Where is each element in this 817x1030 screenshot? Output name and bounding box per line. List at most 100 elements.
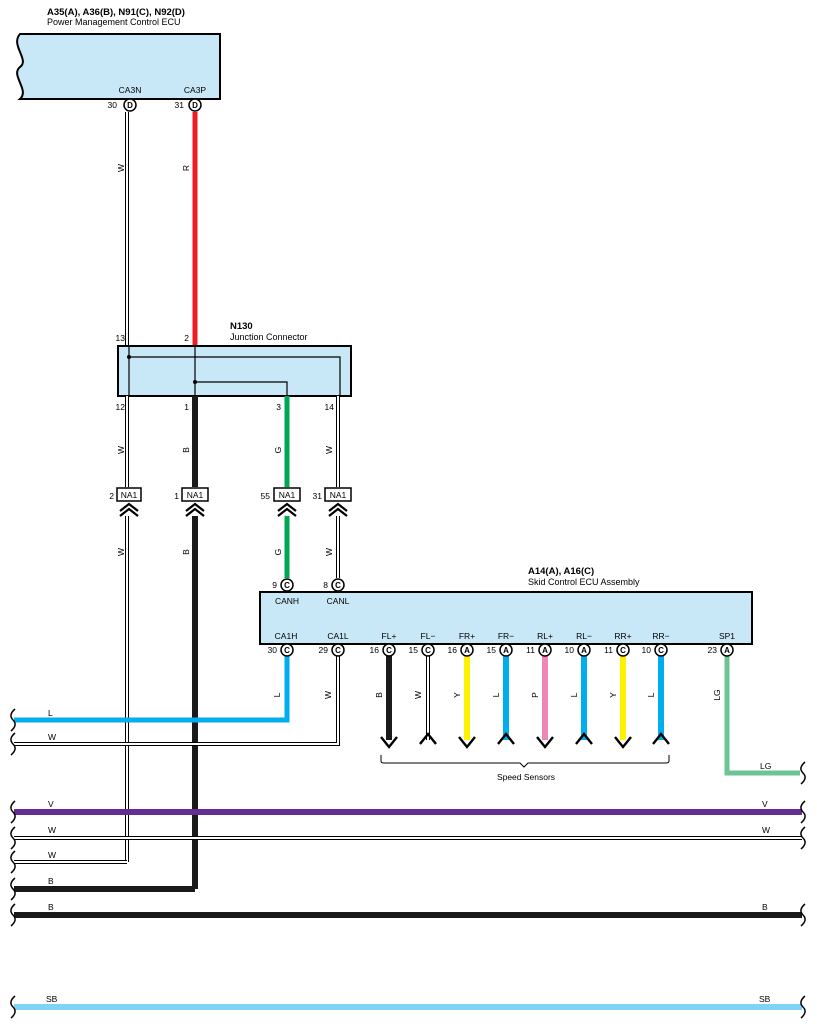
na1-connector-31: 31 NA1	[313, 487, 352, 502]
pin-circle	[538, 643, 552, 657]
junction-box	[117, 345, 352, 397]
skid-pin-label: CA1L	[327, 631, 349, 641]
junction-pin-14: 14	[325, 402, 335, 412]
pin-label-ca3p: CA3P	[184, 85, 207, 95]
skid-pin-num: 10	[565, 645, 575, 655]
wire-break-icons	[10, 708, 806, 1019]
na1-pin-num: 2	[109, 491, 114, 501]
chevron-up-icon	[119, 507, 139, 517]
pin-circle	[123, 98, 137, 112]
wire-color-label: Y	[452, 692, 462, 698]
skid-pin-label: FL+	[382, 631, 397, 641]
bus-label: B	[48, 902, 54, 912]
arrow-up-icon	[497, 732, 515, 745]
skid-pin-label: RR−	[652, 631, 669, 641]
bus-label: V	[48, 799, 54, 809]
wire-color-label: B	[181, 549, 191, 555]
pin-code: C	[386, 646, 392, 655]
wire-color-label: W	[116, 548, 126, 556]
bus-label: SB	[46, 994, 58, 1004]
break-left-icon	[10, 850, 16, 874]
skid-pin-num: 16	[448, 645, 458, 655]
pin-code: C	[658, 646, 664, 655]
na1-code: NA1	[187, 490, 204, 500]
pin-circle	[499, 643, 513, 657]
pin-code: C	[620, 646, 626, 655]
pin-code: C	[425, 646, 431, 655]
skid-pin-num: 10	[642, 645, 652, 655]
break-right-icon	[800, 800, 806, 824]
pin-code: A	[542, 646, 548, 655]
wire-color-label: L	[569, 692, 579, 697]
na1-box	[116, 487, 142, 502]
pin-circle	[654, 643, 668, 657]
pin-code: D	[192, 101, 198, 110]
pin-circle	[188, 98, 202, 112]
break-right-icon	[800, 903, 806, 927]
chevron-up-icon	[185, 502, 205, 512]
wire-sp1	[724, 656, 800, 776]
arrow-up-icon	[419, 732, 437, 745]
pm-ecu-name: Power Management Control ECU	[47, 17, 181, 27]
junction-pin-1: 1	[184, 402, 189, 412]
na1-code: NA1	[330, 490, 347, 500]
speed-sensors-label: Speed Sensors	[497, 772, 555, 782]
bus-label: SB	[759, 994, 771, 1004]
pin-code: D	[127, 101, 133, 110]
wire-ca1l	[14, 656, 339, 745]
bus-label: B	[762, 902, 768, 912]
wire-color-label: R	[181, 165, 191, 171]
skid-pin-label: CA1H	[275, 631, 298, 641]
junction-pin-3: 3	[276, 402, 281, 412]
skid-ecu-name: Skid Control ECU Assembly	[528, 577, 640, 587]
wire-color-label: P	[530, 692, 540, 698]
arrow-down-icon	[614, 736, 632, 749]
na1-box	[181, 487, 209, 502]
pin-circle	[577, 643, 591, 657]
speed-sensors-brace	[380, 755, 670, 768]
chevron-up-icon	[277, 502, 297, 512]
arrow-up-icon	[575, 732, 593, 745]
skid-top-pin-num: 8	[323, 580, 328, 590]
wire-color-label: B	[181, 447, 191, 453]
chevron-up-icon	[277, 507, 297, 517]
skid-ecu-box	[259, 591, 753, 645]
pin-circle	[421, 643, 435, 657]
skid-pin-label: FR−	[498, 631, 514, 641]
skid-top-pin-num: 9	[272, 580, 277, 590]
junction-internal	[195, 381, 288, 396]
ecu-wire-color-labels: L W B W Y L P L Y L LG	[272, 689, 722, 700]
arrow-down-icon	[380, 736, 398, 749]
bus-label: L	[48, 708, 53, 718]
pin-label-ca3n: CA3N	[119, 85, 142, 95]
wire-ca1h	[14, 656, 290, 723]
arrow-up-icon	[652, 732, 670, 745]
skid-pin-num: 15	[409, 645, 419, 655]
pin-circle	[331, 643, 345, 657]
skid-top-pin-label: CANH	[275, 596, 299, 606]
skid-pin-num: 29	[319, 645, 329, 655]
na1-connector-1: 1 NA1	[174, 487, 209, 502]
wire-color-label: L	[491, 692, 501, 697]
pm-ecu-box	[16, 33, 221, 100]
skid-pin-num: 15	[487, 645, 497, 655]
chevron-up-icon	[328, 507, 348, 517]
wire-color-label: L	[646, 692, 656, 697]
pin-code: C	[284, 646, 290, 655]
wire-color-label: L	[272, 692, 282, 697]
junction-internal	[129, 356, 341, 396]
na1-code: NA1	[279, 490, 296, 500]
wire-color-label: LG	[712, 689, 722, 700]
skid-top-pin-label: CANL	[327, 596, 350, 606]
bus-label: W	[48, 732, 56, 742]
bus-label: W	[48, 825, 56, 835]
junction-code: N130	[230, 321, 253, 332]
junction-pin-13: 13	[116, 333, 126, 343]
pin-code: A	[581, 646, 587, 655]
break-left-icon	[10, 877, 16, 901]
arrow-down-icon	[536, 736, 554, 749]
na1-connector-2: 2 NA1	[109, 487, 142, 502]
bus-label: LG	[760, 761, 771, 771]
break-left-icon	[10, 826, 16, 850]
